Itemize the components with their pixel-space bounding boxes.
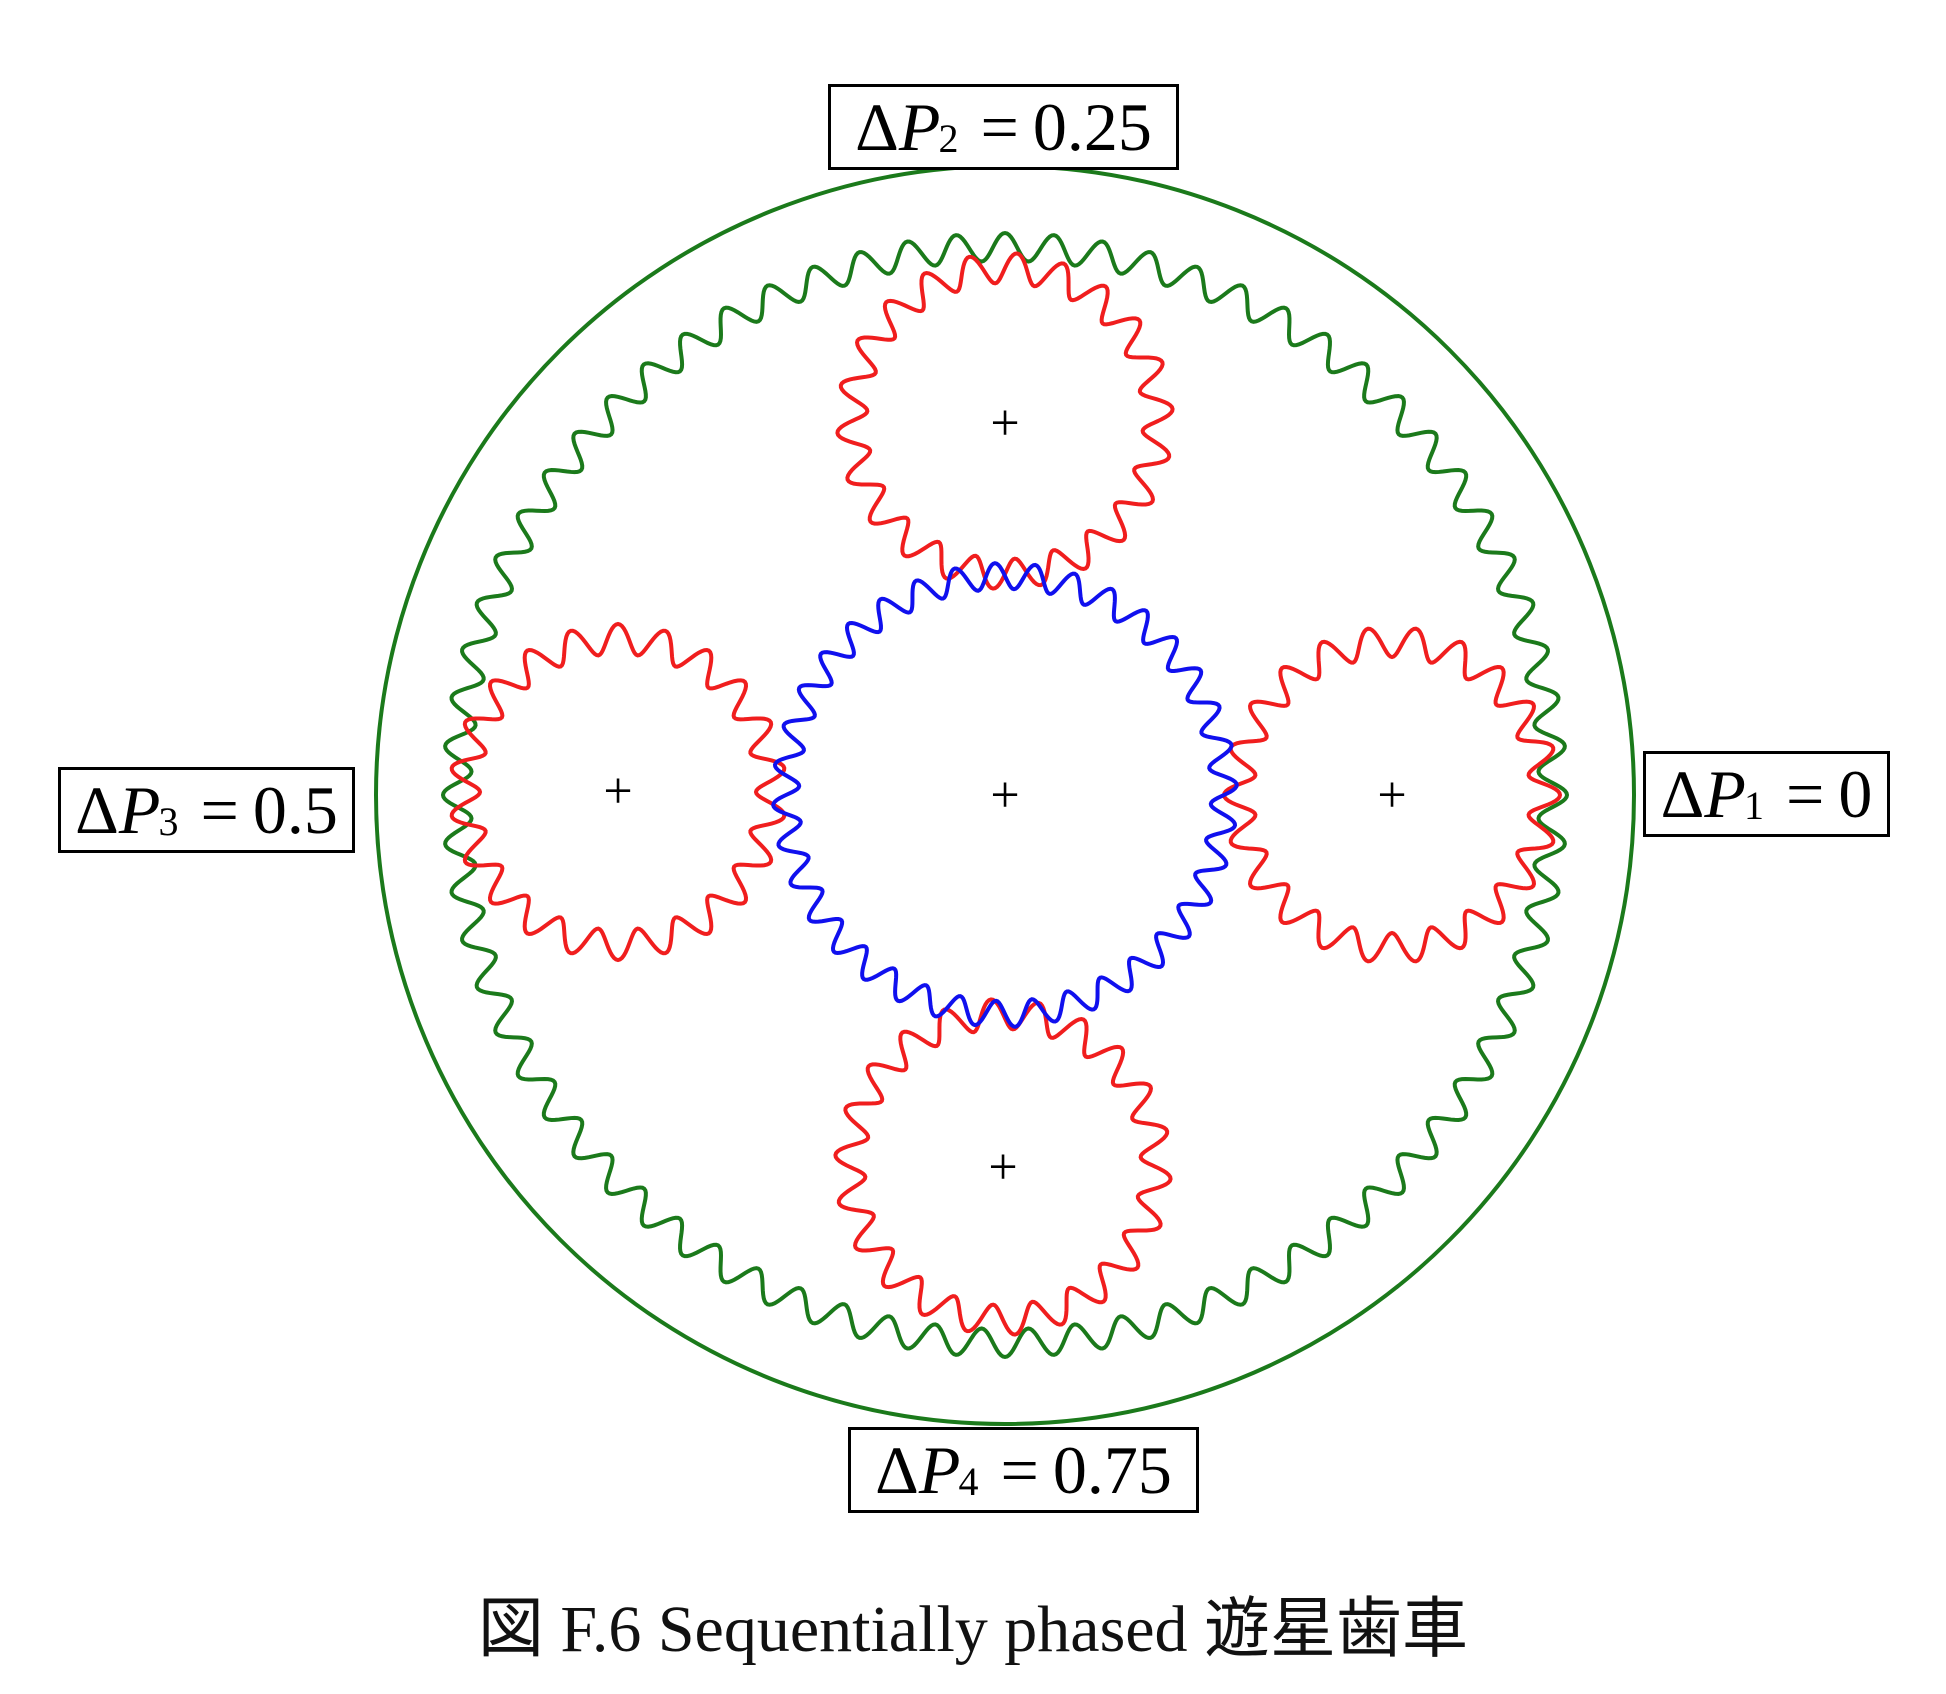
phase-variable: P xyxy=(918,1432,961,1508)
phase-subscript: 2 xyxy=(938,116,959,161)
sun-gear xyxy=(771,561,1239,1029)
center-mark-planet-bottom: + xyxy=(988,1139,1017,1196)
delta-symbol: Δ xyxy=(75,772,119,848)
phase-value: 0 xyxy=(1838,756,1873,832)
phase-value: 0.25 xyxy=(1032,89,1152,165)
center-mark-sun: + xyxy=(990,767,1019,824)
phase-variable: P xyxy=(1704,756,1746,832)
delta-symbol: Δ xyxy=(1660,756,1705,832)
planet-gear-bottom xyxy=(833,997,1173,1337)
equals-sign: = xyxy=(1000,1432,1039,1508)
phase-variable: P xyxy=(898,89,941,165)
phase-subscript: 1 xyxy=(1743,783,1764,828)
phase-variable: P xyxy=(118,772,161,848)
center-mark-planet-left: + xyxy=(603,763,632,820)
phase-value: 0.5 xyxy=(252,772,338,848)
ring-gear xyxy=(440,230,1570,1360)
center-mark-planet-right: + xyxy=(1377,767,1406,824)
planet-gear-left xyxy=(449,621,787,963)
phase-value: 0.75 xyxy=(1052,1432,1172,1508)
equals-sign: = xyxy=(200,772,239,848)
phase-subscript: 3 xyxy=(158,799,179,844)
planet-gear-top xyxy=(835,251,1175,591)
center-mark-planet-top: + xyxy=(990,395,1019,452)
equals-sign: = xyxy=(980,89,1019,165)
figure-caption: 図 F.6 Sequentially phased 遊星歯車 xyxy=(477,1593,1469,1666)
equals-sign: = xyxy=(1785,756,1825,832)
delta-symbol: Δ xyxy=(875,1432,919,1508)
phase-subscript: 4 xyxy=(958,1459,979,1504)
delta-symbol: Δ xyxy=(855,89,899,165)
